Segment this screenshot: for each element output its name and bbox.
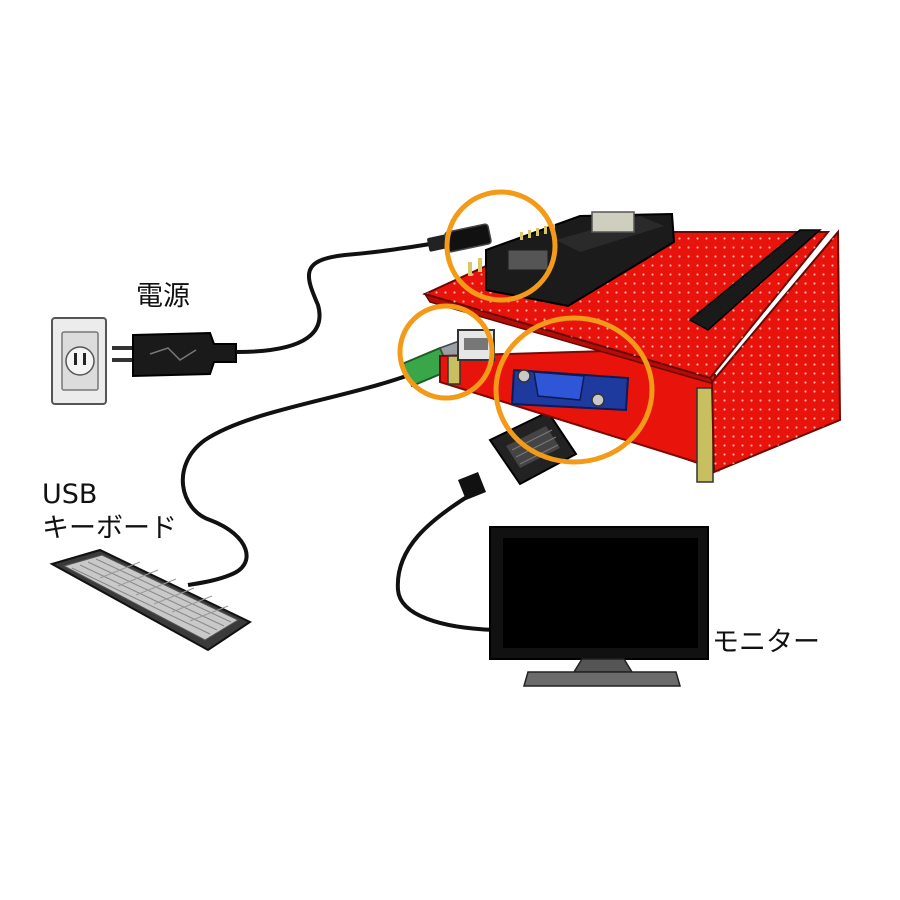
keyboard-icon xyxy=(49,548,253,652)
usb-label: USB xyxy=(42,479,98,510)
monitor-label: モニター xyxy=(712,627,820,658)
highlight-usb-port xyxy=(397,303,495,401)
monitor-icon xyxy=(489,526,709,687)
power-plug-icon xyxy=(112,331,237,378)
vga-port-icon xyxy=(510,368,630,412)
wall-outlet-icon xyxy=(51,317,107,405)
board-assembly xyxy=(422,211,842,483)
vga-cable xyxy=(395,493,496,632)
power-label: 電源 xyxy=(136,281,190,312)
dc-plug-icon xyxy=(427,223,492,253)
power-cable xyxy=(235,242,431,354)
keyboard-label: キーボード xyxy=(42,513,177,544)
highlight-vga-port xyxy=(493,315,655,465)
vga-plug-icon xyxy=(458,410,578,500)
highlight-power-jack xyxy=(444,189,558,303)
usb-cable xyxy=(180,372,413,587)
highlight-circles xyxy=(397,189,655,465)
